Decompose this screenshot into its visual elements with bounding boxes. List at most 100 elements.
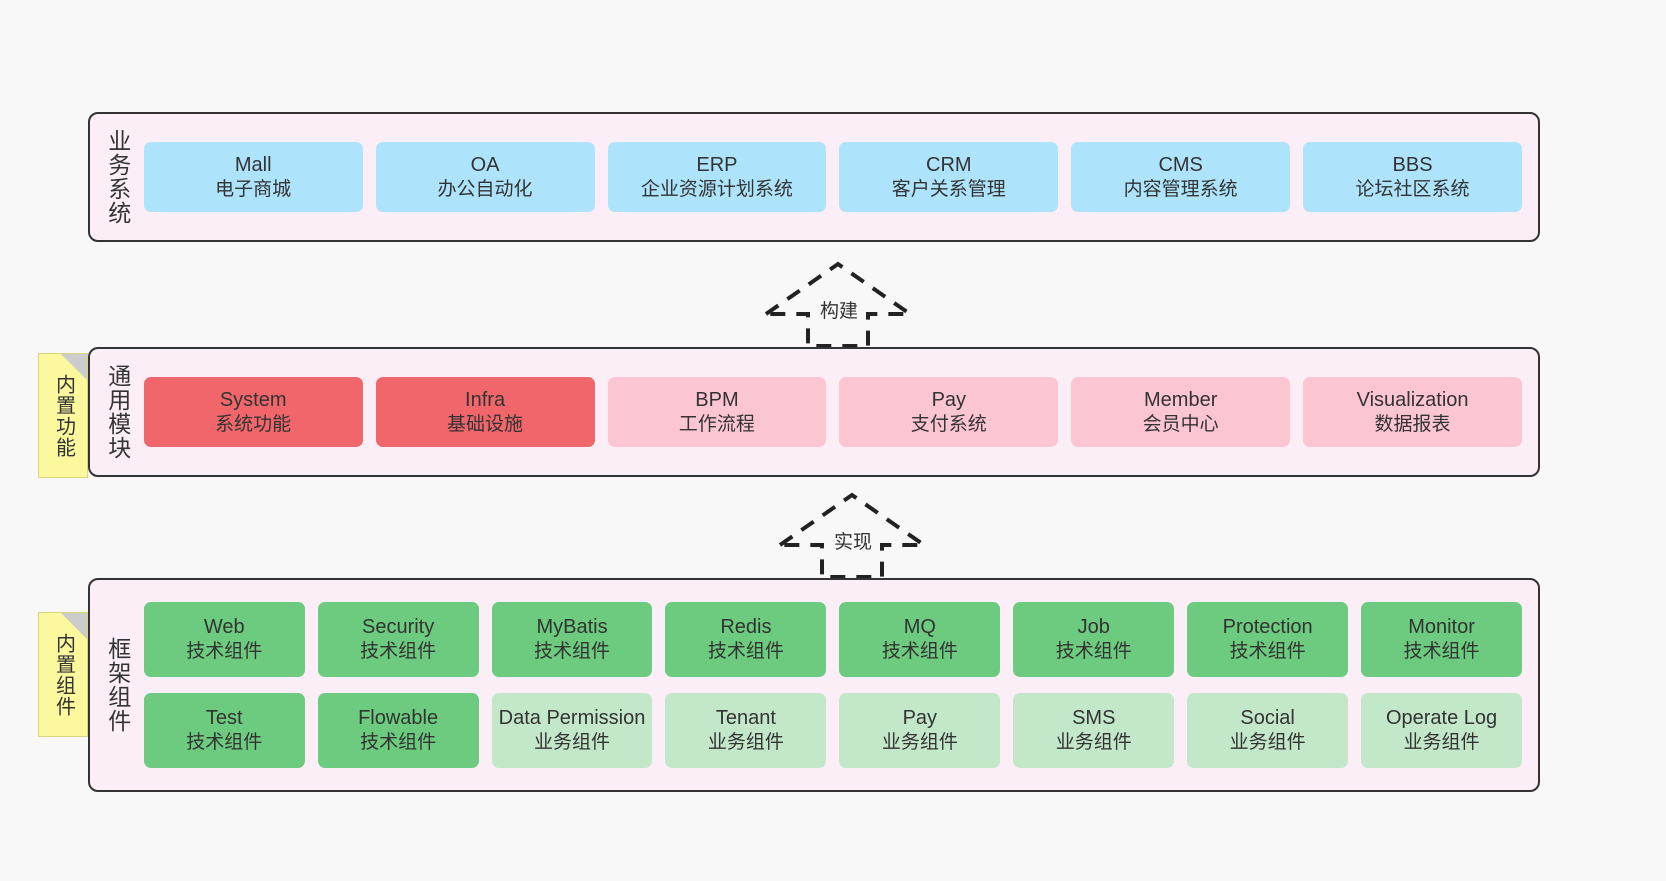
card-redis[interactable]: Redis 技术组件 xyxy=(665,602,827,677)
layer-body-frame: Web 技术组件 Security 技术组件 MyBatis 技术组件 Redi… xyxy=(140,580,1538,790)
card-title: Member xyxy=(1144,388,1218,411)
arrow-label-implement: 实现 xyxy=(834,532,873,553)
card-row-business: Mall 电子商城 OA 办公自动化 ERP 企业资源计划系统 CRM 客户关系… xyxy=(143,142,1522,212)
card-title: Social xyxy=(1240,707,1295,730)
card-mall[interactable]: Mall 电子商城 xyxy=(143,142,363,212)
card-row-frame-tech: Web 技术组件 Security 技术组件 MyBatis 技术组件 Redi… xyxy=(143,602,1522,677)
arrow-implement: 实现 xyxy=(772,489,932,581)
card-subtitle: 工作流程 xyxy=(678,413,755,435)
layer-framework-component: 框架组件 Web 技术组件 Security 技术组件 MyBatis 技术组件… xyxy=(88,578,1540,792)
card-subtitle: 业务组件 xyxy=(534,732,611,754)
card-crm[interactable]: CRM 客户关系管理 xyxy=(839,142,1059,212)
card-sms[interactable]: SMS 业务组件 xyxy=(1013,693,1175,768)
card-row-frame-business: Test 技术组件 Flowable 技术组件 Data Permission … xyxy=(143,693,1522,768)
card-subtitle: 技术组件 xyxy=(360,732,437,754)
folded-corner-icon xyxy=(61,354,87,380)
card-title: Mall xyxy=(234,153,272,176)
sticky-note-label: 内置组件 xyxy=(52,632,75,717)
layer-business-system: 业务系统 Mall 电子商城 OA 办公自动化 ERP 企业资源计划系统 CRM… xyxy=(88,112,1540,242)
card-subtitle: 技术组件 xyxy=(707,641,784,663)
card-subtitle: 技术组件 xyxy=(1229,641,1306,663)
card-subtitle: 业务组件 xyxy=(1403,732,1480,754)
card-subtitle: 电子商城 xyxy=(215,178,292,200)
card-subtitle: 业务组件 xyxy=(1055,732,1132,754)
card-member[interactable]: Member 会员中心 xyxy=(1071,377,1291,447)
card-title: MyBatis xyxy=(536,616,608,639)
card-title: Visualization xyxy=(1356,388,1469,411)
card-subtitle: 技术组件 xyxy=(881,641,958,663)
card-operate-log[interactable]: Operate Log 业务组件 xyxy=(1361,693,1522,768)
layer-title-business: 业务系统 xyxy=(104,129,131,225)
card-title: MQ xyxy=(903,616,936,639)
card-title: Pay xyxy=(931,388,967,411)
card-title: System xyxy=(219,388,287,411)
card-security[interactable]: Security 技术组件 xyxy=(317,602,479,677)
card-title: Infra xyxy=(465,388,506,411)
card-tenant[interactable]: Tenant 业务组件 xyxy=(665,693,827,768)
card-social[interactable]: Social 业务组件 xyxy=(1187,693,1349,768)
card-title: Test xyxy=(205,707,243,730)
card-subtitle: 技术组件 xyxy=(1403,641,1480,663)
card-subtitle: 支付系统 xyxy=(910,413,987,435)
card-title: OA xyxy=(470,153,500,176)
folded-corner-icon xyxy=(61,613,87,639)
card-subtitle: 数据报表 xyxy=(1374,413,1451,435)
card-bbs[interactable]: BBS 论坛社区系统 xyxy=(1303,142,1522,212)
card-erp[interactable]: ERP 企业资源计划系统 xyxy=(607,142,827,212)
layer-body-business: Mall 电子商城 OA 办公自动化 ERP 企业资源计划系统 CRM 客户关系… xyxy=(140,114,1538,240)
card-title: Redis xyxy=(720,616,772,639)
card-subtitle: 基础设施 xyxy=(447,413,524,435)
card-title: Job xyxy=(1077,616,1110,639)
card-subtitle: 办公自动化 xyxy=(437,178,533,200)
card-monitor[interactable]: Monitor 技术组件 xyxy=(1361,602,1522,677)
card-bpm[interactable]: BPM 工作流程 xyxy=(607,377,827,447)
card-title: Monitor xyxy=(1408,616,1475,639)
card-pay[interactable]: Pay 支付系统 xyxy=(839,377,1059,447)
card-subtitle: 技术组件 xyxy=(360,641,437,663)
layer-title-common: 通用模块 xyxy=(104,364,131,460)
card-title: BBS xyxy=(1392,153,1433,176)
card-subtitle: 技术组件 xyxy=(186,732,263,754)
card-row-common: System 系统功能 Infra 基础设施 BPM 工作流程 Pay 支付系统… xyxy=(143,377,1522,447)
arrow-label-build: 构建 xyxy=(820,301,859,322)
card-protection[interactable]: Protection 技术组件 xyxy=(1187,602,1349,677)
card-subtitle: 内容管理系统 xyxy=(1123,178,1238,200)
card-flowable[interactable]: Flowable 技术组件 xyxy=(317,693,479,768)
arrow-build: 构建 xyxy=(758,258,918,350)
card-visualization[interactable]: Visualization 数据报表 xyxy=(1303,377,1522,447)
card-web[interactable]: Web 技术组件 xyxy=(143,602,305,677)
card-title: Flowable xyxy=(358,707,439,730)
card-subtitle: 技术组件 xyxy=(534,641,611,663)
card-subtitle: 业务组件 xyxy=(707,732,784,754)
card-mybatis[interactable]: MyBatis 技术组件 xyxy=(491,602,653,677)
card-subtitle: 会员中心 xyxy=(1142,413,1219,435)
card-subtitle: 论坛社区系统 xyxy=(1355,178,1470,200)
card-title: CRM xyxy=(926,153,972,176)
card-system[interactable]: System 系统功能 xyxy=(143,377,363,447)
card-job[interactable]: Job 技术组件 xyxy=(1013,602,1175,677)
card-title: CMS xyxy=(1158,153,1203,176)
card-subtitle: 业务组件 xyxy=(1229,732,1306,754)
card-title: Operate Log xyxy=(1385,707,1498,730)
card-test[interactable]: Test 技术组件 xyxy=(143,693,305,768)
card-subtitle: 技术组件 xyxy=(1055,641,1132,663)
card-cms[interactable]: CMS 内容管理系统 xyxy=(1071,142,1291,212)
card-subtitle: 系统功能 xyxy=(215,413,292,435)
layer-title-frame: 框架组件 xyxy=(104,637,131,733)
sticky-note-builtin-component: 内置组件 xyxy=(38,612,88,737)
card-infra[interactable]: Infra 基础设施 xyxy=(375,377,595,447)
card-title: Protection xyxy=(1222,616,1313,639)
sticky-note-builtin-function: 内置功能 xyxy=(38,353,88,478)
card-subtitle: 业务组件 xyxy=(881,732,958,754)
card-subtitle: 客户关系管理 xyxy=(891,178,1006,200)
layer-body-common: System 系统功能 Infra 基础设施 BPM 工作流程 Pay 支付系统… xyxy=(140,349,1538,475)
card-data-permission[interactable]: Data Permission 业务组件 xyxy=(491,693,653,768)
card-pay-business[interactable]: Pay 业务组件 xyxy=(839,693,1001,768)
sticky-note-label: 内置功能 xyxy=(52,373,75,458)
card-title: Pay xyxy=(902,707,938,730)
card-oa[interactable]: OA 办公自动化 xyxy=(375,142,595,212)
card-mq[interactable]: MQ 技术组件 xyxy=(839,602,1001,677)
card-subtitle: 企业资源计划系统 xyxy=(640,178,793,200)
card-title: Web xyxy=(203,616,245,639)
card-title: BPM xyxy=(695,388,739,411)
